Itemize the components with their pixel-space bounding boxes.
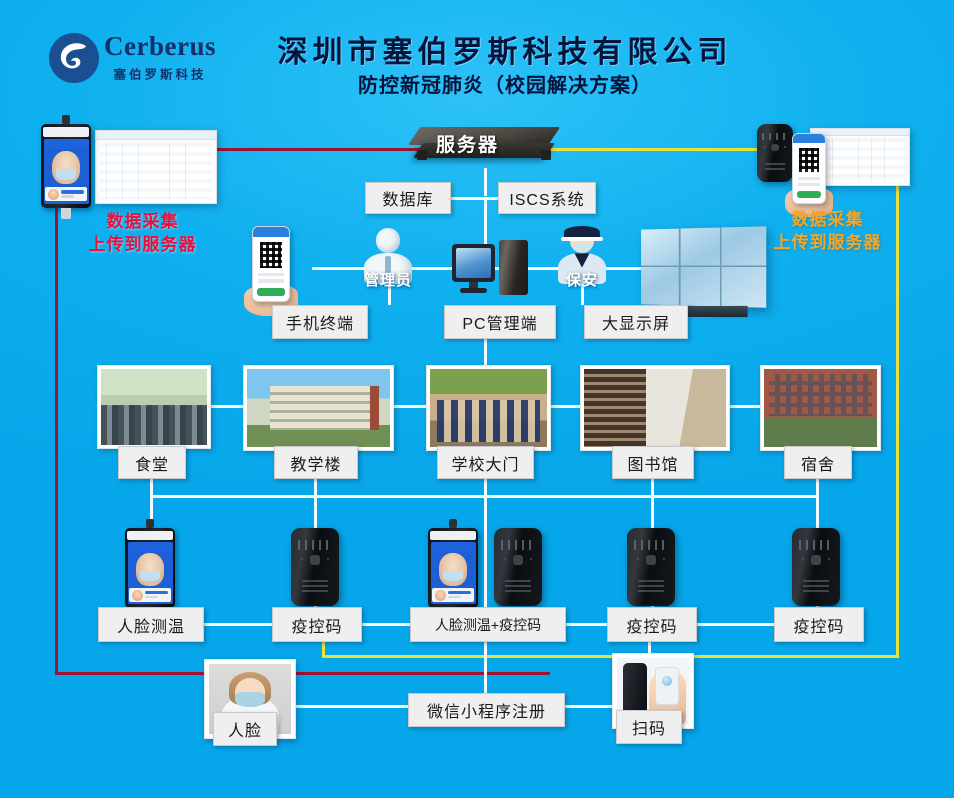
server-appliance [407,127,561,171]
device-qr-2b [494,528,542,606]
place-photo-4 [760,365,881,451]
place-label-0[interactable]: 食堂 [118,446,186,479]
place-label-2[interactable]: 学校大门 [437,446,534,479]
records-table-screen-left [95,130,217,204]
security-guard-label: 保安 [565,272,598,290]
place-label-1[interactable]: 教学楼 [274,446,358,479]
link-face-to-wechat [285,705,410,708]
logo-wordmark: Cerberus [104,31,216,61]
bottom-label-scan[interactable]: 扫码 [616,710,682,744]
link-admin-drop [388,267,391,305]
right-upload-line-2: 上传到服务器 [773,233,882,252]
bottom-label-wechat-register[interactable]: 微信小程序注册 [408,693,565,727]
device-chip-link-1-2 [362,623,412,626]
company-logo: Cerberus 塞伯罗斯科技 [48,24,228,92]
device-horizontal-bus [150,495,816,498]
device-kiosk-0 [125,519,175,608]
cerberus-swirl-icon [48,32,100,84]
yellow-link-to-server [520,148,820,151]
device-qr-1 [291,528,339,606]
red-link-to-server [150,148,422,151]
place-photo-2 [426,365,551,451]
device-label-2[interactable]: 人脸测温+疫控码 [410,607,566,642]
yellow-link-device-drop [322,628,325,657]
pc-console-device [452,240,528,302]
right-upload-annotation: 数据采集 上传到服务器 [740,208,915,254]
link-guard-drop [581,267,584,305]
link-bus-to-pc [484,197,487,249]
place-photo-0 [97,365,211,449]
server-label: 服务器 [436,135,500,156]
link-device-2 [484,495,487,607]
link-wechat-to-scan [562,705,618,708]
place-photo-3 [580,365,730,451]
bottom-label-face[interactable]: 人脸 [213,712,277,746]
yellow-link-right-vertical [896,150,899,658]
device-chip-link-2-3 [566,623,608,626]
device-qr-4 [792,528,840,606]
device-kiosk-2a [428,519,478,608]
mobile-terminal-device [244,226,298,316]
device-label-1[interactable]: 疫控码 [272,607,362,642]
link-server-to-bus [484,168,487,196]
node-database[interactable]: 数据库 [365,182,451,214]
device-label-4[interactable]: 疫控码 [774,607,864,642]
device-label-3[interactable]: 疫控码 [607,607,697,642]
place-label-4[interactable]: 宿舍 [784,446,852,479]
left-upload-line-1: 数据采集 [106,212,179,231]
yellow-link-bottom-horizontal [322,655,899,658]
records-table-screen-right [810,128,910,186]
qr-code-icon [259,241,283,269]
kiosk-camera-icon [146,519,154,528]
qr-code-icon [799,147,819,173]
kiosk-camera-icon [62,114,70,124]
red-link-left-vertical [55,205,58,675]
place-photo-1 [243,365,394,451]
left-upload-annotation: 数据采集 上传到服务器 [55,210,230,256]
node-mobile-terminal[interactable]: 手机终端 [272,305,368,339]
security-guard-avatar: 保安 [554,225,610,289]
node-big-display[interactable]: 大显示屏 [584,305,688,339]
node-iscs-system[interactable]: ISCS系统 [498,182,596,214]
device-chip-link-3-4 [692,623,778,626]
link-scan-drop [648,640,651,660]
left-upload-line-2: 上传到服务器 [88,235,197,254]
administrator-avatar: 管理员 [360,228,416,289]
right-upload-line-1: 数据采集 [791,210,864,229]
place-label-3[interactable]: 图书馆 [612,446,694,479]
node-pc-console[interactable]: PC管理端 [444,305,556,339]
device-label-0[interactable]: 人脸测温 [98,607,204,642]
administrator-label: 管理员 [363,272,412,290]
kiosk-camera-icon [449,519,457,528]
red-link-bottom-horizontal [55,672,550,675]
logo-subtitle: 塞伯罗斯科技 [113,68,207,82]
face-temperature-kiosk-topleft [41,114,91,219]
link-wechat-drop [484,640,487,695]
device-chip-link-0-1 [200,623,310,626]
device-qr-3 [627,528,675,606]
qr-terminal-topright [757,124,793,182]
page-title: 深圳市塞伯罗斯科技有限公司 [277,36,733,69]
mobile-qr-phone-topright [785,133,833,217]
page-subtitle: 防控新冠肺炎（校园解决方案） [358,75,652,97]
